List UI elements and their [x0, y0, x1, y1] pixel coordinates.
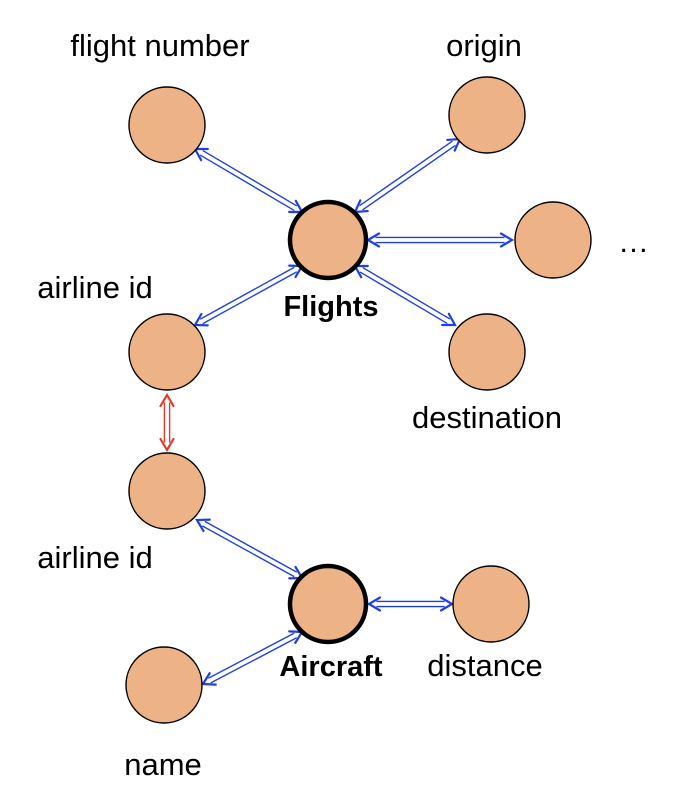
- edge-airline-id-bottom-to-aircraft: [195, 518, 304, 580]
- node-airline-id-bottom: [128, 452, 206, 530]
- node-flight-number: [128, 86, 206, 164]
- label-aircraft: Aircraft: [279, 651, 382, 683]
- label-flights: Flights: [283, 291, 378, 323]
- label-origin: origin: [446, 28, 522, 63]
- label-airline-id-bottom: airline id: [37, 540, 152, 575]
- label-name: name: [124, 747, 202, 782]
- label-distance: distance: [427, 648, 542, 683]
- label-flight-number: flight number: [70, 28, 249, 63]
- node-name: [125, 646, 203, 724]
- label-destination: destination: [412, 400, 562, 435]
- node-destination: [448, 313, 526, 391]
- node-aircraft: [287, 563, 369, 645]
- edge-flight-number-to-flights: [193, 147, 304, 214]
- node-airline-id-top: [128, 313, 206, 391]
- edges: [159, 137, 515, 686]
- edge-airline-id-link: [159, 392, 175, 453]
- edge-distance-to-aircraft: [366, 596, 455, 612]
- label-ellipsis: …: [618, 224, 649, 259]
- edge-origin-to-flights: [353, 137, 462, 214]
- node-more: [514, 201, 592, 279]
- node-origin: [448, 76, 526, 154]
- node-distance: [452, 565, 530, 643]
- node-flights: [287, 199, 369, 281]
- label-airline-id-top: airline id: [37, 270, 152, 305]
- edge-more-to-flights: [365, 232, 515, 248]
